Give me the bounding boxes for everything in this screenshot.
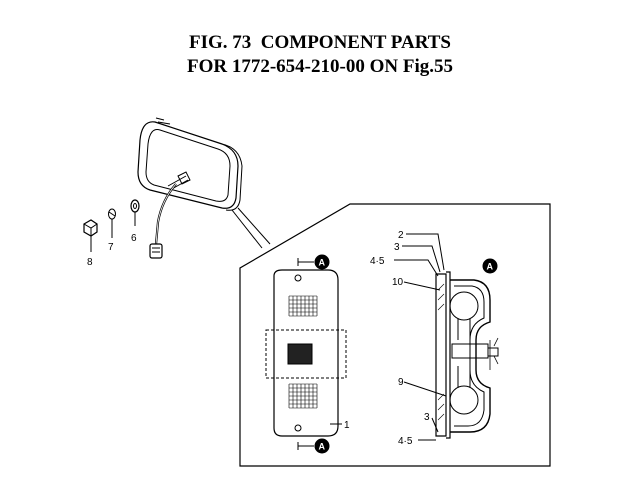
callout-3-top: 3 — [394, 242, 400, 253]
callout-8: 8 — [87, 257, 93, 268]
figure-title-line2: FOR 1772-654-210-00 ON Fig.55 — [187, 56, 453, 77]
section-marker-bottom — [314, 438, 330, 454]
callout-3-bottom: 3 — [424, 412, 430, 423]
figure-title-line1: FIG. 73 COMPONENT PARTS — [188, 32, 451, 53]
detail-view-frame — [239, 203, 551, 467]
detail-leader-line — [231, 209, 263, 249]
lamp-front-view — [265, 258, 347, 450]
callout-7: 7 — [108, 242, 114, 253]
callout-9: 9 — [398, 377, 404, 388]
callout-2: 2 — [398, 230, 404, 241]
section-marker-top — [314, 254, 330, 270]
section-letter-side: A — [487, 262, 494, 272]
callout-4-5-bottom: 4·5 — [398, 436, 413, 447]
section-letter-bottom: A — [319, 442, 326, 452]
section-letter-top: A — [319, 258, 326, 268]
lamp-section-view — [394, 233, 499, 441]
section-marker-side — [482, 258, 498, 274]
callout-10: 10 — [392, 277, 404, 288]
callout-6: 6 — [131, 233, 137, 244]
lamp-assembly-exploded — [83, 117, 243, 259]
callout-1: 1 — [344, 420, 350, 431]
callout-4-5-top: 4·5 — [370, 256, 385, 267]
